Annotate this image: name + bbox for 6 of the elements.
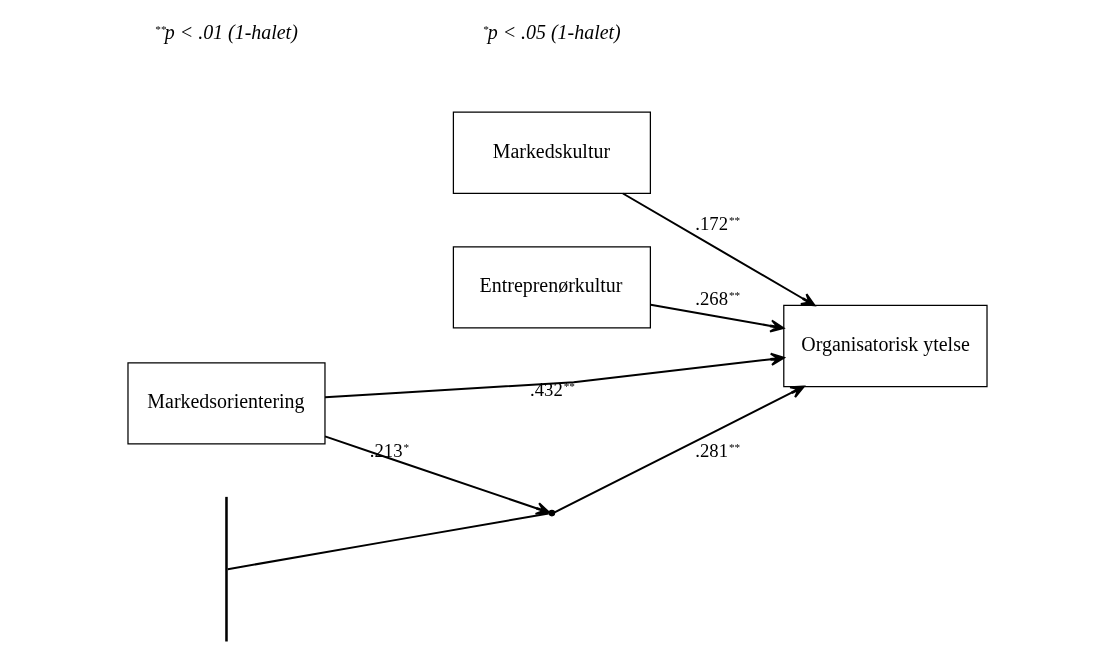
edge-label: .281$^{**}$ <box>694 439 740 461</box>
label: $^{**}$p < .01 (1-halet) <box>154 21 298 44</box>
edge-label: .172$^{**}$ <box>694 213 740 235</box>
edge-label: .268$^{**}$ <box>694 287 740 309</box>
edge-label: .213$^{*}$ <box>369 439 409 461</box>
label: $^{*}$p < .05 (1-halet) <box>482 21 621 44</box>
